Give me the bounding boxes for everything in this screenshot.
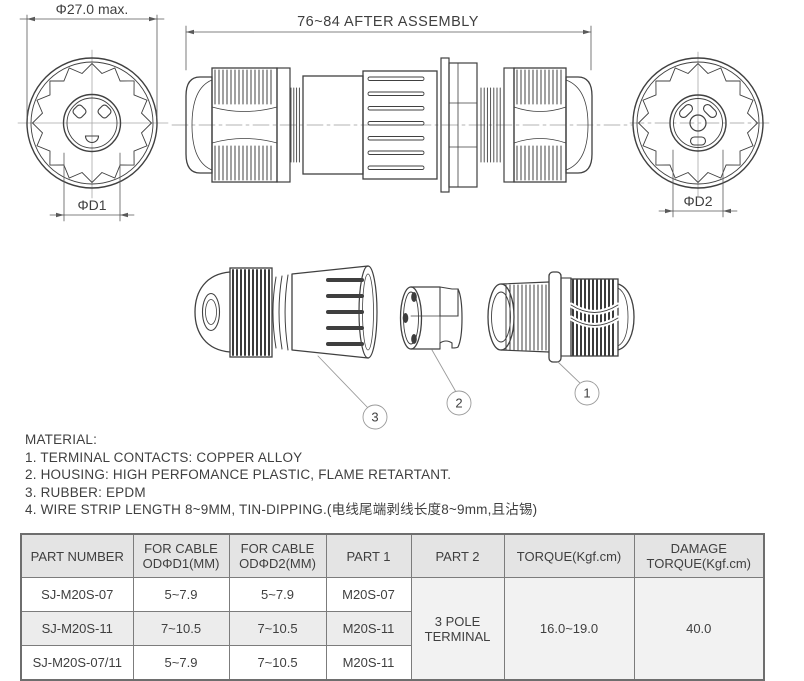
part-2-terminal-insert bbox=[399, 286, 463, 350]
cell-cable-d1: 5~7.9 bbox=[132, 645, 230, 681]
cell-part1: M20S-11 bbox=[325, 611, 412, 646]
dim-d2 bbox=[658, 149, 738, 218]
col-header-part2: PART 2 bbox=[410, 533, 505, 578]
cell-part-number: SJ-M20S-07 bbox=[20, 577, 134, 612]
side-view-assembled: 76~84 AFTER ASSEMBLY bbox=[171, 14, 633, 193]
col-header-cable-d2: FOR CABLE ODΦD2(MM) bbox=[228, 533, 327, 578]
cell-part-number: SJ-M20S-11 bbox=[20, 611, 134, 646]
callout-2-circle bbox=[446, 390, 472, 416]
dim-length-label: 76~84 AFTER ASSEMBLY bbox=[297, 14, 479, 30]
cell-cable-d2: 7~10.5 bbox=[228, 611, 327, 646]
callout-1-circle bbox=[574, 380, 600, 406]
dim-length bbox=[185, 25, 592, 71]
dim-d1-label: ΦD1 bbox=[77, 197, 106, 213]
cell-cable-d1: 5~7.9 bbox=[132, 577, 230, 612]
pin-slot bbox=[689, 136, 707, 146]
spec-table-header-row: PART NUMBER FOR CABLE ODΦD1(MM) FOR CABL… bbox=[20, 533, 765, 578]
pin-slot bbox=[702, 103, 718, 119]
spec-table: PART NUMBER FOR CABLE ODΦD1(MM) FOR CABL… bbox=[20, 533, 765, 681]
callout-3-circle bbox=[362, 404, 388, 430]
material-line: 2. HOUSING: HIGH PERFOMANCE PLASTIC, FLA… bbox=[25, 467, 452, 482]
cell-cable-d1: 7~10.5 bbox=[132, 611, 230, 646]
cell-part2-merged: 3 POLE TERMINAL bbox=[410, 577, 505, 681]
dim-d1 bbox=[49, 152, 135, 222]
socket-hole bbox=[72, 104, 87, 119]
cell-cable-d2: 5~7.9 bbox=[228, 577, 327, 612]
material-line: 4. WIRE STRIP LENGTH 8~9MM, TIN-DIPPING.… bbox=[25, 502, 538, 517]
dim-d2-label: ΦD2 bbox=[683, 193, 712, 209]
col-header-part1: PART 1 bbox=[325, 533, 412, 578]
cell-part-number: SJ-M20S-07/11 bbox=[20, 645, 134, 681]
callouts bbox=[317, 349, 600, 430]
col-header-damage-torque: DAMAGE TORQUE(Kgf.cm) bbox=[633, 533, 765, 578]
dim-outer-label: Φ27.0 max. bbox=[56, 1, 129, 17]
callout-1-label: 1 bbox=[583, 386, 590, 401]
cell-damage-torque-merged: 40.0 bbox=[633, 577, 765, 681]
cell-part1: M20S-07 bbox=[325, 577, 412, 612]
material-line: 1. TERMINAL CONTACTS: COPPER ALLOY bbox=[25, 449, 303, 465]
socket-hole bbox=[97, 104, 112, 119]
col-header-cable-d1: FOR CABLE ODΦD1(MM) bbox=[132, 533, 230, 578]
cell-part1: M20S-11 bbox=[325, 645, 412, 681]
socket-hole bbox=[84, 135, 100, 144]
material-notes: MATERIAL: 1. TERMINAL CONTACTS: COPPER A… bbox=[25, 431, 537, 519]
material-title: MATERIAL: bbox=[25, 432, 98, 447]
rear-view: ΦD2 bbox=[629, 51, 771, 218]
col-header-part-number: PART NUMBER bbox=[20, 533, 134, 578]
front-view: Φ27.0 max. ΦD1 bbox=[17, 1, 169, 222]
material-line: 3. RUBBER: EPDM bbox=[25, 484, 146, 500]
callout-2-label: 2 bbox=[455, 396, 462, 411]
table-row: SJ-M20S-07 5~7.9 5~7.9 M20S-07 3 POLE TE… bbox=[20, 577, 765, 681]
pin-slot bbox=[678, 103, 694, 119]
callout-3-label: 3 bbox=[371, 410, 378, 425]
body-vent-slots bbox=[367, 76, 425, 170]
dim-outer bbox=[19, 14, 165, 119]
col-header-torque: TORQUE(Kgf.cm) bbox=[503, 533, 635, 578]
cell-cable-d2: 7~10.5 bbox=[228, 645, 327, 681]
cell-torque-merged: 16.0~19.0 bbox=[503, 577, 635, 681]
table-row: SJ-M20S-11 7~10.5 7~10.5 M20S-11 bbox=[20, 611, 764, 646]
part-3-housing bbox=[194, 265, 378, 359]
table-row: SJ-M20S-07/11 5~7.9 7~10.5 M20S-11 bbox=[20, 645, 764, 681]
technical-drawing: Φ27.0 max. ΦD1 76~84 AFTER ASSEMBLY bbox=[17, 1, 771, 430]
part-1-housing bbox=[487, 271, 635, 363]
exploded-view: 3 2 1 bbox=[194, 265, 635, 430]
